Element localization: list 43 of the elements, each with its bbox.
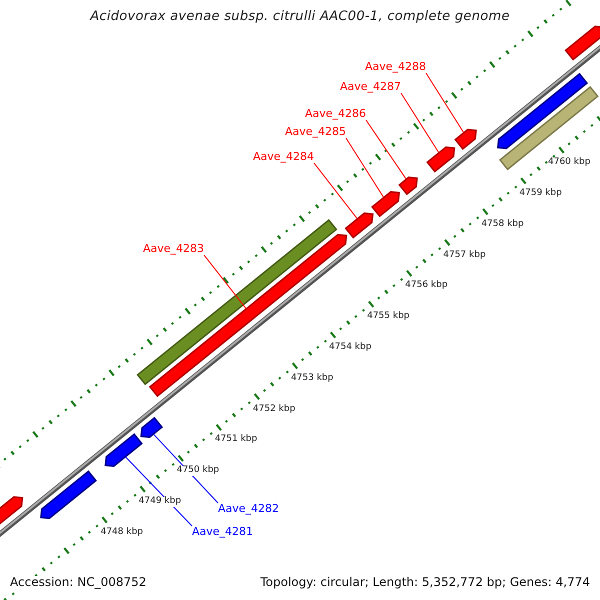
gene-label: Aave_4287 — [340, 81, 402, 94]
gene-feature — [371, 191, 400, 218]
map-title: Acidovorax avenae subsp. citrulli AAC00-1, complete genome — [88, 10, 511, 24]
scale-label: 4750 kbp — [176, 466, 220, 476]
scale-label: 4756 kbp — [405, 281, 448, 292]
gene-label: Aave_4286 — [305, 108, 366, 120]
leader-line — [204, 254, 246, 309]
leader-line — [346, 138, 384, 198]
leader-line — [400, 92, 440, 153]
leader-line — [426, 72, 464, 133]
leader-line — [366, 120, 406, 180]
scale-label: 4758 kbp — [481, 220, 524, 230]
gene-feature — [496, 72, 588, 150]
accession-text: Accession: NC_008752 — [10, 576, 146, 590]
leader-line — [125, 456, 192, 526]
scale-label: 4749 kbp — [138, 497, 182, 507]
gene-label: Aave_4284 — [253, 151, 314, 164]
scale-label: 4757 kbp — [443, 250, 486, 260]
gene-feature — [426, 146, 456, 173]
scale-label: 4752 kbp — [252, 404, 296, 415]
gene-feature — [564, 26, 600, 61]
scale-label: 4760 kbp — [548, 158, 590, 168]
gene-label: Aave_4288 — [365, 61, 426, 74]
leader-line — [153, 434, 218, 504]
gene-label: Aave_4282 — [218, 503, 280, 516]
gene-feature — [344, 212, 374, 239]
gene-label: Aave_4285 — [285, 126, 346, 138]
gene-feature — [140, 416, 164, 438]
gene-feature — [104, 433, 143, 467]
scale-label: 4755 kbp — [367, 312, 410, 322]
gene-label: Aave_4281 — [192, 526, 254, 538]
scale-label: 4751 kbp — [214, 435, 258, 446]
gene-label: Aave_4283 — [143, 243, 204, 256]
topology-text: Topology: circular; Length: 5,352,772 bp; Genes: 4,774 — [260, 576, 590, 590]
scale-label: 4753 kbp — [290, 374, 334, 384]
leader-line — [314, 162, 358, 219]
gene-feature — [398, 176, 418, 196]
scale-label: 4748 kbp — [100, 528, 143, 538]
feature-bar — [498, 86, 599, 170]
gene-feature — [454, 128, 477, 150]
scale-label: 4754 kbp — [329, 342, 372, 353]
scale-label: 4759 kbp — [519, 188, 562, 199]
gene-feature — [40, 470, 97, 520]
